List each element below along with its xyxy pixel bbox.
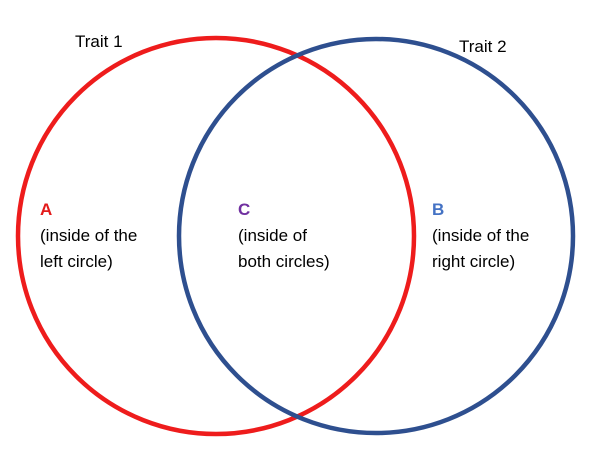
left-set-title: Trait 1 (75, 32, 123, 51)
region-b-label: B (inside of the right circle) (432, 197, 529, 275)
region-a-label: A (inside of the left circle) (40, 197, 137, 275)
right-circle (176, 36, 576, 436)
left-circle (15, 35, 417, 437)
region-a-letter: A (40, 200, 53, 219)
region-c-letter: C (238, 200, 251, 219)
region-b-letter: B (432, 200, 445, 219)
region-c-label: C (inside of both circles) (238, 197, 330, 275)
region-c-desc-line2: both circles) (238, 252, 330, 271)
right-set-title: Trait 2 (459, 37, 507, 56)
region-c-desc-line1: (inside of (238, 226, 307, 245)
region-a-desc-line2: left circle) (40, 252, 113, 271)
region-b-desc-line2: right circle) (432, 252, 516, 271)
region-b-desc-line1: (inside of the (432, 226, 530, 245)
region-a-desc-line1: (inside of the (40, 226, 138, 245)
